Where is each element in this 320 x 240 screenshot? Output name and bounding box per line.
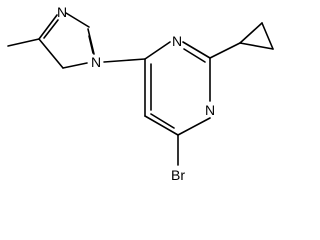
pyrimidine-bond-n1-c2 [182, 41, 211, 59]
atom-label-pyrimidine-n1: N [172, 33, 182, 49]
atom-label-imidazole-n3: N [57, 4, 67, 20]
imidazole-double-bond-inner [43, 19, 59, 39]
imidazole-bond-c4-c5 [38, 38, 64, 69]
imidazole-bond-n3-c2 [65, 12, 90, 28]
imidazole-bond-c5-n1 [62, 62, 88, 69]
atom-label-imidazole-n1: N [91, 54, 101, 70]
cyclopropyl-ring-bond-1 [239, 22, 263, 44]
atom-label-bromine: Br [171, 167, 185, 183]
cyclopropyl-ring-bond-3 [239, 42, 274, 50]
pyrimidine-bond-c6-n1 [144, 41, 171, 60]
imidazole-double-bond-inner-2 [88, 35, 94, 54]
cyclopropyl-group [209, 22, 274, 59]
pyrimidine-double-bond-inner-n1-c2 [183, 48, 206, 63]
methyl-bond [7, 38, 40, 47]
pyrimidine-bond-c4-c5 [144, 115, 179, 136]
imidazole-ring [7, 12, 95, 69]
cyclopropyl-attachment-bond [209, 42, 241, 59]
molecule-structure-diagram: N N N N Br [7, 4, 274, 183]
pyrimidine-bond-n3-c4 [177, 117, 211, 136]
pyrimidine-ring [144, 41, 211, 136]
atom-label-pyrimidine-n3: N [205, 102, 215, 118]
cyclopropyl-ring-bond-2 [261, 22, 274, 50]
imidazole-pyrimidine-link-bond [103, 58, 146, 63]
imidazole-bond-c4-c5-upper [38, 14, 58, 40]
pyrimidine-double-bond-inner-c4-c5 [150, 113, 175, 129]
